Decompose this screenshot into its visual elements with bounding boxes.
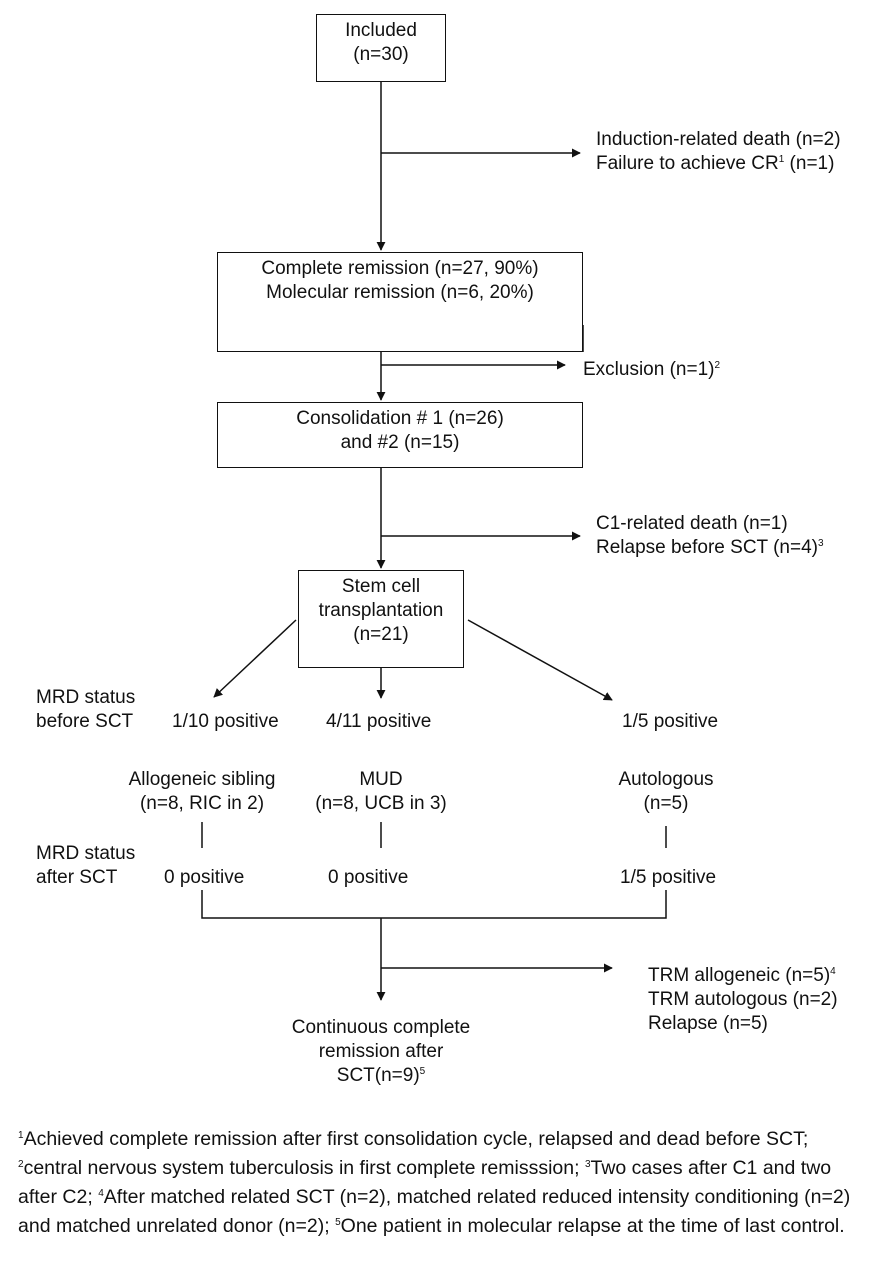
- donor-group-mud: MUD (n=8, UCB in 3): [315, 769, 447, 814]
- sct-box: Stem cell transplantation (n=21): [298, 570, 464, 668]
- arrow-sct-to-autologous: [467, 619, 613, 701]
- donor-group-allogeneic: Allogeneic sibling (n=8, RIC in 2): [128, 769, 276, 814]
- included-label: Included: [345, 20, 417, 41]
- exclusion-sup: 2: [714, 360, 721, 371]
- consolidation-label: Consolidation # 1 (n=26): [296, 408, 504, 429]
- trm-allogeneic-text: TRM allogeneic (n=5)4: [648, 965, 836, 986]
- included-box: Included (n=30): [316, 14, 446, 82]
- c1-note: C1-related death (n=1) Relapse before SC…: [596, 512, 824, 560]
- donor-group-autologous: Autologous (n=5): [618, 769, 714, 814]
- included-count: (n=30): [353, 44, 409, 65]
- consolidation-label-2: and #2 (n=15): [340, 432, 460, 453]
- induction-note: Induction-related death (n=2) Failure to…: [596, 128, 841, 176]
- complete-remission-label: Complete remission (n=27, 90%): [261, 258, 539, 279]
- c1-death-text: C1-related death (n=1): [596, 513, 788, 534]
- sct-label-2: transplantation: [318, 600, 444, 621]
- mrd-before-mud: 4/11 positive: [326, 711, 432, 732]
- failure-cr-text: Failure to achieve CR1 (n=1): [596, 153, 835, 174]
- outcome-ccr: Continuous complete remission after SCT(…: [291, 1017, 471, 1086]
- mrd-before-allogeneic: 1/10 positive: [172, 711, 279, 732]
- consolidation-box: Consolidation # 1 (n=26) and #2 (n=15): [217, 402, 583, 468]
- mrd-after-label: MRD status after SCT: [36, 843, 136, 888]
- mrd-after-autologous: 1/5 positive: [620, 867, 717, 888]
- mrd-before-autologous: 1/5 positive: [622, 711, 719, 732]
- trm-note: TRM allogeneic (n=5)4 TRM autologous (n=…: [648, 964, 838, 1036]
- exclusion-note: Exclusion (n=1)2: [583, 358, 720, 382]
- relapse-after-text: Relapse (n=5): [648, 1013, 768, 1034]
- exclusion-text: Exclusion (n=1): [583, 359, 715, 380]
- merge-bracket: [201, 890, 667, 919]
- mrd-before-label: MRD status before SCT: [36, 687, 136, 732]
- relapse-before-sct-text: Relapse before SCT (n=4)3: [596, 537, 824, 558]
- sct-count: (n=21): [353, 624, 409, 645]
- remission-box: Complete remission (n=27, 90%) Molecular…: [217, 252, 583, 352]
- sct-label-1: Stem cell: [341, 576, 421, 597]
- induction-death-text: Induction-related death (n=2): [596, 129, 841, 150]
- arrow-sct-to-allogeneic: [213, 619, 297, 698]
- footnote: 1Achieved complete remission after first…: [18, 1128, 851, 1237]
- trm-autologous-text: TRM autologous (n=2): [648, 989, 838, 1010]
- mrd-after-allogeneic: 0 positive: [164, 867, 245, 888]
- molecular-remission-label: Molecular remission (n=6, 20%): [266, 282, 534, 303]
- mrd-after-mud: 0 positive: [328, 867, 409, 888]
- flowchart-connectors: [201, 82, 667, 1001]
